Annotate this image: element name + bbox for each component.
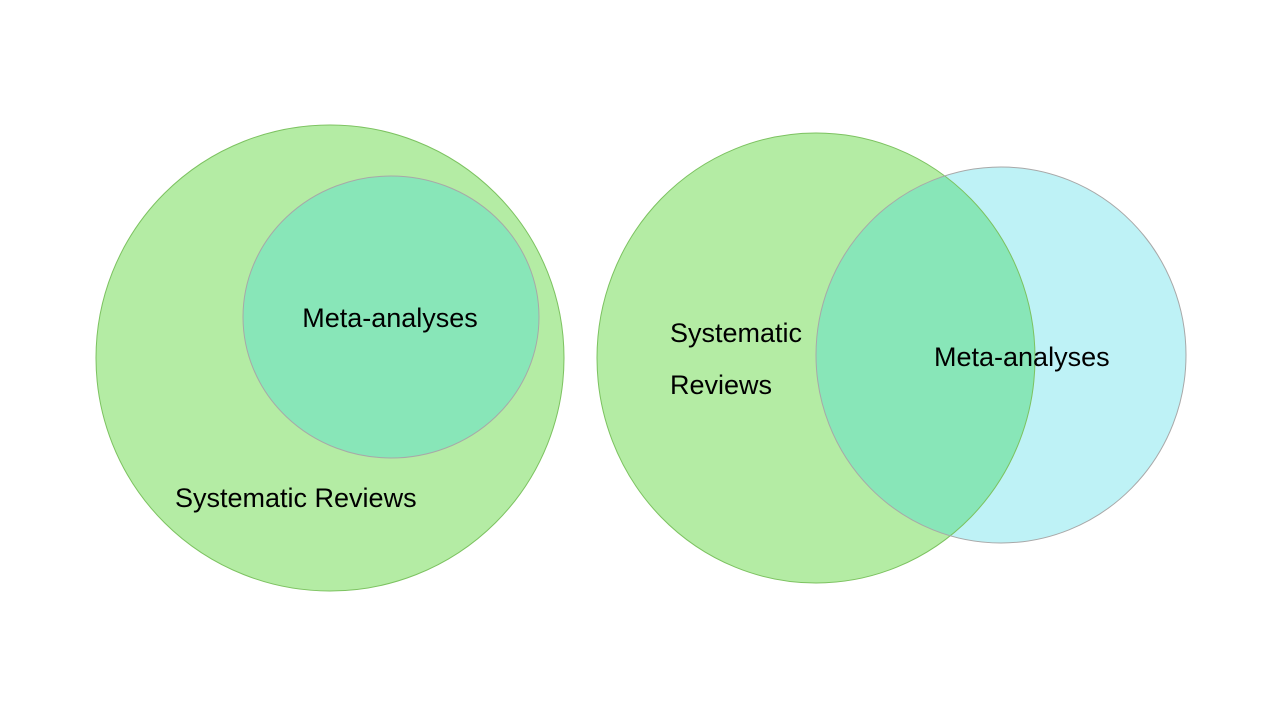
meta-analyses-circle	[242, 175, 540, 459]
overlap-region	[816, 167, 1035, 543]
meta-analyses-outline	[815, 166, 1187, 544]
systematic-reviews-label-line1: Systematic	[670, 318, 802, 348]
systematic-reviews-label-line2: Reviews	[670, 370, 772, 400]
meta-analyses-label: Meta-analyses	[302, 303, 478, 333]
nested-venn: Meta-analyses Systematic Reviews	[95, 124, 565, 592]
systematic-reviews-label: Systematic Reviews	[175, 483, 417, 513]
meta-analyses-label: Meta-analyses	[934, 342, 1110, 372]
systematic-reviews-outline	[596, 132, 1036, 584]
overlap-venn: Systematic Reviews Meta-analyses	[596, 132, 1187, 584]
